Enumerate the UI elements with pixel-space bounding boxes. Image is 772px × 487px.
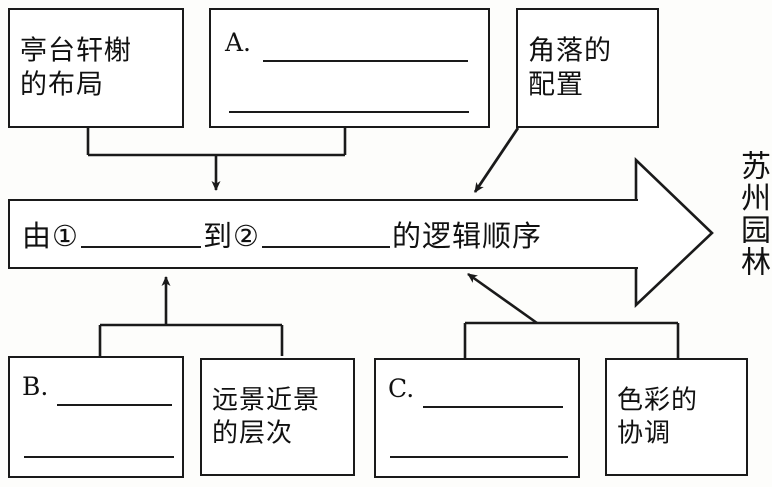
banner-blank-1[interactable] <box>81 220 201 248</box>
connector-bottom-left-bracket <box>98 276 284 356</box>
connector-corner-diagonal <box>473 127 520 193</box>
box-color-harmony[interactable]: 色彩的 协调 <box>605 358 748 476</box>
title-suzhou-gardens: 苏州园林 <box>735 150 770 278</box>
banner-logic-order[interactable] <box>8 199 638 269</box>
box-corner-arrangement-text: 角落的 配置 <box>528 35 612 100</box>
box-blank-b-rule-1[interactable] <box>57 404 172 406</box>
banner-arrow-head <box>634 156 714 309</box>
box-blank-a-label: A. <box>225 28 252 57</box>
box-blank-a-rule-2[interactable] <box>229 111 469 113</box>
box-blank-b-label: B. <box>22 372 49 401</box>
box-blank-a-rule-1[interactable] <box>263 60 468 62</box>
box-near-far-layers-text: 远景近景 的层次 <box>212 385 321 449</box>
banner-middle: 到② <box>203 219 260 253</box>
connector-top-bracket <box>86 128 347 191</box>
box-blank-c-rule-2[interactable] <box>390 456 568 458</box>
box-blank-c-label: C. <box>388 374 415 403</box>
box-corner-arrangement[interactable]: 角落的 配置 <box>516 8 659 128</box>
box-near-far-layers[interactable]: 远景近景 的层次 <box>200 358 355 476</box>
banner-prefix: 由① <box>22 219 79 253</box>
box-pavilion-layout[interactable]: 亭台轩榭 的布局 <box>8 8 184 128</box>
banner-suffix: 的逻辑顺序 <box>392 219 543 253</box>
box-blank-a[interactable]: A. <box>209 8 490 128</box>
box-pavilion-layout-text: 亭台轩榭 的布局 <box>20 35 132 100</box>
box-blank-c-rule-1[interactable] <box>423 406 563 408</box>
banner-blank-2[interactable] <box>262 220 390 248</box>
box-blank-b-rule-2[interactable] <box>24 456 174 458</box>
connector-bottom-right-bracket <box>463 272 680 358</box>
box-color-harmony-text: 色彩的 协调 <box>617 385 699 449</box>
banner-logic-order-text: 由① 到② 的逻辑顺序 <box>22 200 542 268</box>
box-blank-c[interactable]: C. <box>374 358 580 478</box>
box-blank-b[interactable]: B. <box>8 356 184 478</box>
